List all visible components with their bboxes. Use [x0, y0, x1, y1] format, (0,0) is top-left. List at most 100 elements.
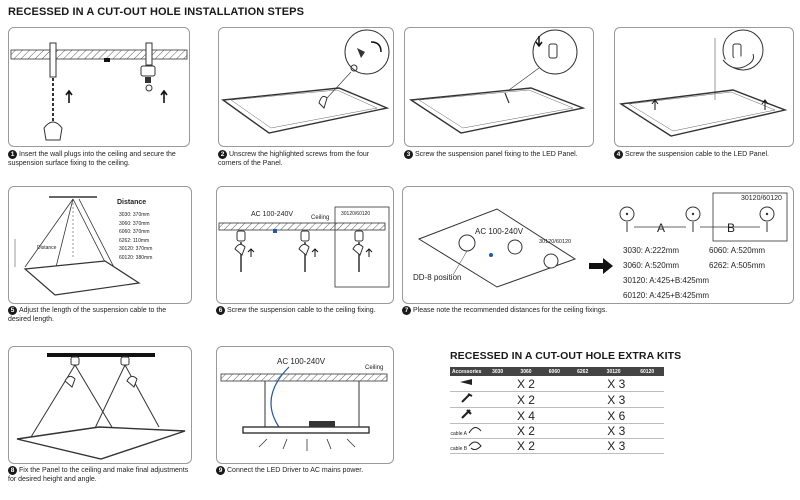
- column-header: 3030: [483, 367, 512, 376]
- quantity-right: X 3: [568, 376, 664, 392]
- step-number-badge: 2: [218, 150, 227, 159]
- distance-item: 6262: 110mm: [119, 237, 150, 244]
- quantity-left: X 4: [483, 407, 569, 424]
- cable-a-text: cable A: [450, 431, 467, 437]
- table-row: X 2 X 3: [450, 376, 664, 392]
- distance-item: 30120: 370mm: [119, 246, 153, 252]
- quantity-left: X 2: [483, 423, 569, 439]
- quantity-left: X 2: [483, 438, 569, 454]
- column-header: Accessories: [450, 367, 484, 376]
- page-title: RECESSED IN A CUT-OUT HOLE INSTALLATION …: [8, 6, 305, 18]
- step-text: Connect the LED Driver to AC mains power…: [227, 467, 364, 474]
- box-model-label: 30120/60120: [741, 195, 782, 202]
- step-number-badge: 7: [402, 306, 411, 315]
- extra-kits-title: RECESSED IN A CUT-OUT HOLE EXTRA KITS: [450, 350, 682, 362]
- column-header: 6060: [540, 367, 569, 376]
- step-number-badge: 5: [8, 306, 17, 315]
- step-text: Insert the wall plugs into the ceiling a…: [8, 151, 176, 167]
- table-row: X 4 X 6: [450, 407, 664, 424]
- step-7-panel: AC 100-240V 30120/60120 DD-8 position 30…: [402, 186, 794, 304]
- table-header-row: Accessories 3030 3060 6060 6262 30120 60…: [450, 367, 664, 376]
- cable-b-text: cable B: [450, 446, 468, 452]
- column-header: 3060: [511, 367, 541, 376]
- step-4-panel: [614, 27, 794, 147]
- step-number-badge: 8: [8, 466, 17, 475]
- ac-voltage-label: AC 100-240V: [251, 211, 294, 218]
- distance-a-label: A: [657, 221, 666, 235]
- distance-list: 3030: 370mm 3060: 370mm 6060: 370mm 6262…: [119, 211, 152, 262]
- distance-item: 60120: 380mm: [119, 254, 153, 261]
- step-6-panel: AC 100-240V Ceiling 30120/60120: [216, 186, 394, 304]
- quantity-right: X 3: [568, 438, 664, 454]
- step-2-illustration: [221, 29, 390, 134]
- distance-title: Distance: [117, 199, 147, 206]
- step-number-badge: 9: [216, 466, 225, 475]
- step-9-panel: AC 100-240V Ceiling: [216, 346, 394, 464]
- table-row: X 2 X 3: [450, 391, 664, 408]
- step-5-illustration: [14, 196, 141, 296]
- step-number-badge: 3: [404, 150, 413, 159]
- step-3-illustration: [408, 29, 586, 134]
- measurement-item: 6060: A:520mm: [709, 246, 766, 255]
- distance-label: Distance: [37, 245, 57, 251]
- step-4-illustration: [618, 29, 788, 137]
- measurement-item: 30120: A:425+B:425mm: [623, 276, 710, 285]
- table-row: cable B X 2 X 3: [450, 438, 664, 454]
- distance-item: 6060: 370mm: [119, 229, 150, 235]
- step-8-panel: [8, 346, 192, 464]
- ac-voltage-label: AC 100-240V: [475, 227, 524, 236]
- column-header: 60120: [630, 367, 664, 376]
- wall-plug-icon: [450, 376, 484, 392]
- step-text: Please note the recommended distances fo…: [413, 307, 608, 314]
- measurement-item: 6262: A:505mm: [709, 261, 766, 270]
- step-text: Fix the Panel to the ceiling and make fi…: [8, 467, 189, 483]
- step-3-panel: [404, 27, 594, 147]
- step-6-illustration: [218, 206, 390, 288]
- step-number-badge: 4: [614, 150, 623, 159]
- quantity-right: X 6: [568, 407, 664, 424]
- distance-b-label: B: [727, 221, 736, 235]
- step-8-illustration: [16, 353, 186, 460]
- measurement-col-2: 6060: A:520mm 6262: A:505mm: [709, 243, 765, 273]
- step-5-panel: Distance Distance 3030: 370mm 3060: 370m…: [8, 186, 192, 304]
- step-text: Adjust the length of the suspension cabl…: [8, 307, 167, 323]
- quantity-left: X 2: [483, 376, 569, 392]
- quantity-right: X 3: [568, 391, 664, 408]
- cable-b-icon: cable B: [450, 438, 484, 454]
- step-1-panel: [8, 27, 190, 147]
- model-label: 30120/60120: [341, 211, 371, 217]
- step-2-panel: [218, 27, 394, 147]
- ac-voltage-label: AC 100-240V: [277, 357, 326, 366]
- dd8-position-label: DD-8 position: [413, 273, 462, 282]
- measurement-col-1: 3030: A:222mm 3060: A:520mm 30120: A:425…: [623, 243, 709, 303]
- step-text: Screw the suspension cable to the ceilin…: [227, 307, 376, 314]
- screw-icon: [450, 391, 484, 408]
- step-number-badge: 1: [8, 150, 17, 159]
- step-text: Screw the suspension cable to the LED Pa…: [625, 151, 769, 158]
- step-number-badge: 6: [216, 306, 225, 315]
- measurement-item: 60120: A:425+B:425mm: [623, 291, 710, 300]
- ceiling-label: Ceiling: [311, 215, 330, 221]
- cable-a-icon: cable A: [450, 423, 484, 439]
- column-header: 6262: [568, 367, 597, 376]
- measurement-item: 3030: A:222mm: [623, 246, 680, 255]
- column-header: 30120: [596, 367, 631, 376]
- quantity-right: X 3: [568, 423, 664, 439]
- extra-kits-table: Accessories 3030 3060 6060 6262 30120 60…: [450, 367, 664, 454]
- suspension-fixing-icon: [450, 407, 484, 424]
- step-7-illustration: [417, 192, 788, 288]
- table-row: cable A X 2 X 3: [450, 423, 664, 439]
- distance-item: 3060: 370mm: [119, 220, 150, 227]
- measurement-item: 3060: A:520mm: [623, 261, 680, 270]
- step-text: Screw the suspension panel fixing to the…: [415, 151, 578, 158]
- model-label: 30120/60120: [539, 239, 572, 245]
- ceiling-label: Ceiling: [365, 365, 384, 371]
- step-1-illustration: [10, 42, 188, 141]
